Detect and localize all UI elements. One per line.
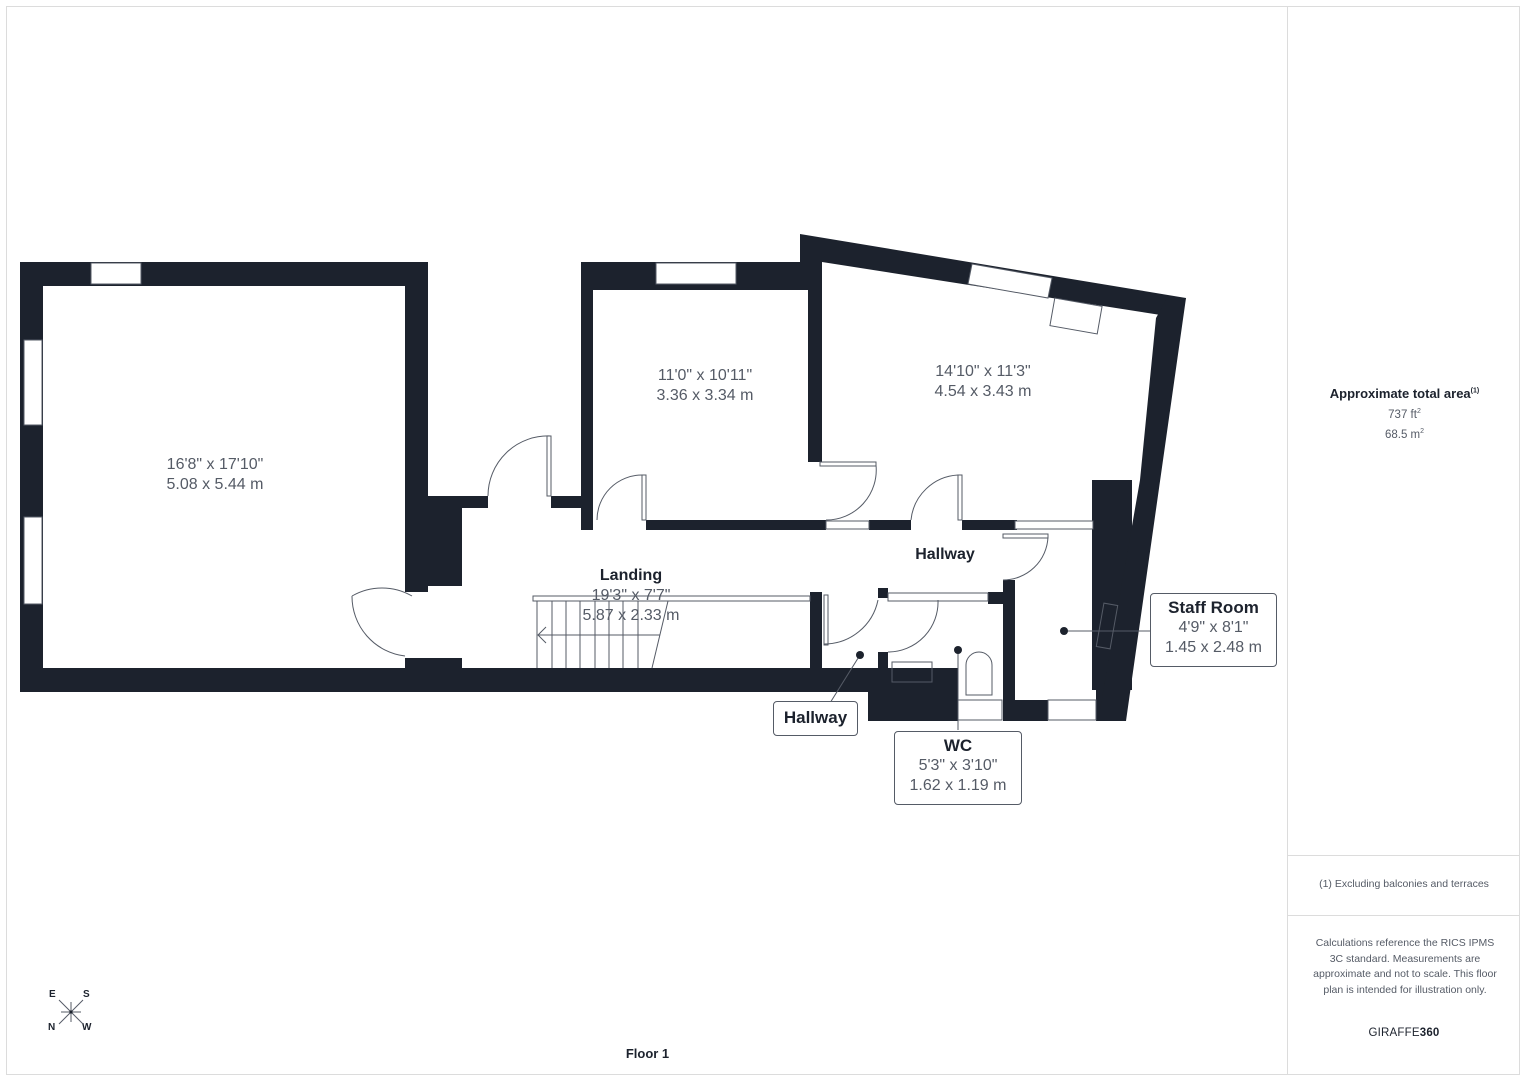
wc-metric: 1.62 x 1.19 m xyxy=(909,777,1007,794)
wc-imperial: 5'3" x 3'10" xyxy=(918,757,998,774)
hallway-lower-callout: Hallway xyxy=(773,701,858,736)
compass-n: N xyxy=(48,1022,56,1033)
staff-room-name: Staff Room xyxy=(1168,598,1259,617)
area-sqft: 737 ft2 xyxy=(1288,408,1521,421)
page-frame xyxy=(6,6,1520,1075)
total-area: Approximate total area(1) 737 ft2 68.5 m… xyxy=(1288,386,1521,441)
sidebar-divider xyxy=(1288,855,1520,856)
area-footnote: (1) Excluding balconies and terraces xyxy=(1319,878,1489,890)
compass-w: W xyxy=(82,1022,92,1033)
wc-callout: WC 5'3" x 3'10" 1.62 x 1.19 m xyxy=(894,731,1022,805)
brand-suffix: 360 xyxy=(1419,1027,1440,1039)
hallway-upper-label: Hallway xyxy=(895,545,995,565)
area-sqm-sup: 2 xyxy=(1420,427,1425,435)
area-sqm: 68.5 m2 xyxy=(1288,428,1521,441)
wc-name: WC xyxy=(943,736,973,755)
staff-room-callout: Staff Room 4'9" x 8'1" 1.45 x 2.48 m xyxy=(1150,593,1277,667)
area-title-text: Approximate total area xyxy=(1329,386,1471,401)
room-middle-label: 11'0" x 10'11" 3.36 x 3.34 m xyxy=(630,366,780,406)
staff-room-imperial: 4'9" x 8'1" xyxy=(1178,619,1249,636)
landing-metric: 5.87 x 2.33 m xyxy=(582,607,680,624)
room-right-imperial: 14'10" x 11'3" xyxy=(935,363,1031,380)
landing-label: Landing 19'3" x 7'7" 5.87 x 2.33 m xyxy=(556,566,706,626)
floor-label: Floor 1 xyxy=(625,1046,670,1061)
room-left-imperial: 16'8" x 17'10" xyxy=(166,456,264,473)
landing-imperial: 19'3" x 7'7" xyxy=(591,587,671,604)
sidebar: Approximate total area(1) 737 ft2 68.5 m… xyxy=(1287,6,1520,1075)
room-left-label: 16'8" x 17'10" 5.08 x 5.44 m xyxy=(140,455,290,495)
staff-room-metric: 1.45 x 2.48 m xyxy=(1165,639,1262,656)
brand-logo: GIRAFFE360 xyxy=(1288,1027,1520,1039)
sidebar-divider xyxy=(1288,915,1520,916)
compass-e: E xyxy=(49,989,56,1000)
room-middle-imperial: 11'0" x 10'11" xyxy=(657,367,753,384)
brand-prefix: GIRAFFE xyxy=(1368,1027,1420,1039)
compass-s: S xyxy=(83,989,90,1000)
area-footnote-marker: (1) xyxy=(1470,387,1480,395)
room-left-metric: 5.08 x 5.44 m xyxy=(166,476,264,493)
room-right-label: 14'10" x 11'3" 4.54 x 3.43 m xyxy=(908,362,1058,402)
hallway-upper-name: Hallway xyxy=(915,546,975,563)
room-middle-metric: 3.36 x 3.34 m xyxy=(656,387,754,404)
floor-plan xyxy=(20,234,1186,730)
area-sqm-value: 68.5 m xyxy=(1384,428,1421,441)
room-right-metric: 4.54 x 3.43 m xyxy=(934,383,1032,400)
landing-name: Landing xyxy=(599,567,663,584)
area-sqft-value: 737 ft xyxy=(1388,408,1417,421)
disclaimer: Calculations reference the RICS IPMS 3C … xyxy=(1313,937,1497,996)
compass-icon xyxy=(58,999,84,1025)
area-sqft-sup: 2 xyxy=(1416,408,1421,415)
hallway-lower-name: Hallway xyxy=(783,708,848,727)
area-title: Approximate total area(1) xyxy=(1288,386,1521,401)
